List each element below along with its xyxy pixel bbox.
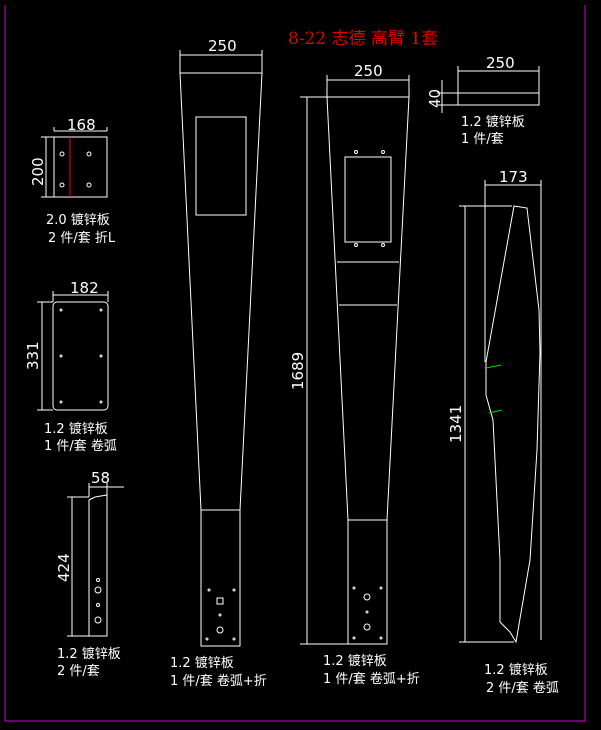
qty-label: 2 件/套 卷弧 [486, 680, 559, 696]
material-label: 1.2 镀锌板 [461, 114, 525, 130]
material-label: 1.2 镀锌板 [323, 653, 387, 669]
dim-width: 173 [499, 168, 528, 186]
material-label: 2.0 镀锌板 [46, 212, 110, 228]
material-label: 1.2 镀锌板 [170, 655, 234, 671]
qty-label: 1 件/套 卷弧+折 [323, 671, 420, 687]
dim-height: 424 [55, 553, 73, 582]
part-bracket: 168 200 2.0 镀锌板 2 件/套 折L [29, 116, 116, 246]
part-arm-back: 250 1689 1.2 镀锌板 1 件/套 卷弧+折 [289, 62, 420, 687]
qty-label: 2 件/套 折L [48, 230, 116, 246]
part-cap: 250 40 1.2 镀锌板 1 件/套 [426, 54, 540, 147]
qty-label: 1 件/套 卷弧+折 [170, 673, 267, 689]
material-label: 1.2 镀锌板 [44, 421, 108, 437]
green-marks [485, 364, 503, 414]
part-arm-front: 250 1.2 镀锌板 1 件/套 卷弧+折 [170, 37, 267, 689]
dim-height: 1341 [447, 405, 465, 443]
drawing-title: 8-22 志德 高臂 1套 [288, 29, 438, 49]
dim-width: 58 [91, 469, 110, 487]
part-strip: 58 424 1.2 镀锌板 2 件/套 [55, 469, 124, 679]
dim-height: 1689 [289, 352, 307, 390]
material-label: 1.2 镀锌板 [484, 662, 548, 678]
qty-label: 2 件/套 [57, 663, 100, 679]
dim-width: 168 [67, 116, 96, 134]
part-plate: 182 331 1.2 镀锌板 1 件/套 卷弧 [24, 279, 117, 454]
dim-width: 250 [208, 37, 237, 55]
dim-height: 40 [426, 89, 444, 108]
sheet-border [4, 5, 586, 722]
qty-label: 1 件/套 [461, 131, 504, 147]
part-side: 173 1341 1.2 镀锌板 2 件/套 卷弧 [447, 168, 559, 696]
dim-height: 331 [24, 341, 42, 370]
qty-label: 1 件/套 卷弧 [44, 438, 117, 454]
dim-width: 250 [354, 62, 383, 80]
material-label: 1.2 镀锌板 [57, 646, 121, 662]
dim-width: 182 [70, 279, 99, 297]
dim-height: 200 [29, 157, 47, 186]
dim-width: 250 [486, 54, 515, 72]
